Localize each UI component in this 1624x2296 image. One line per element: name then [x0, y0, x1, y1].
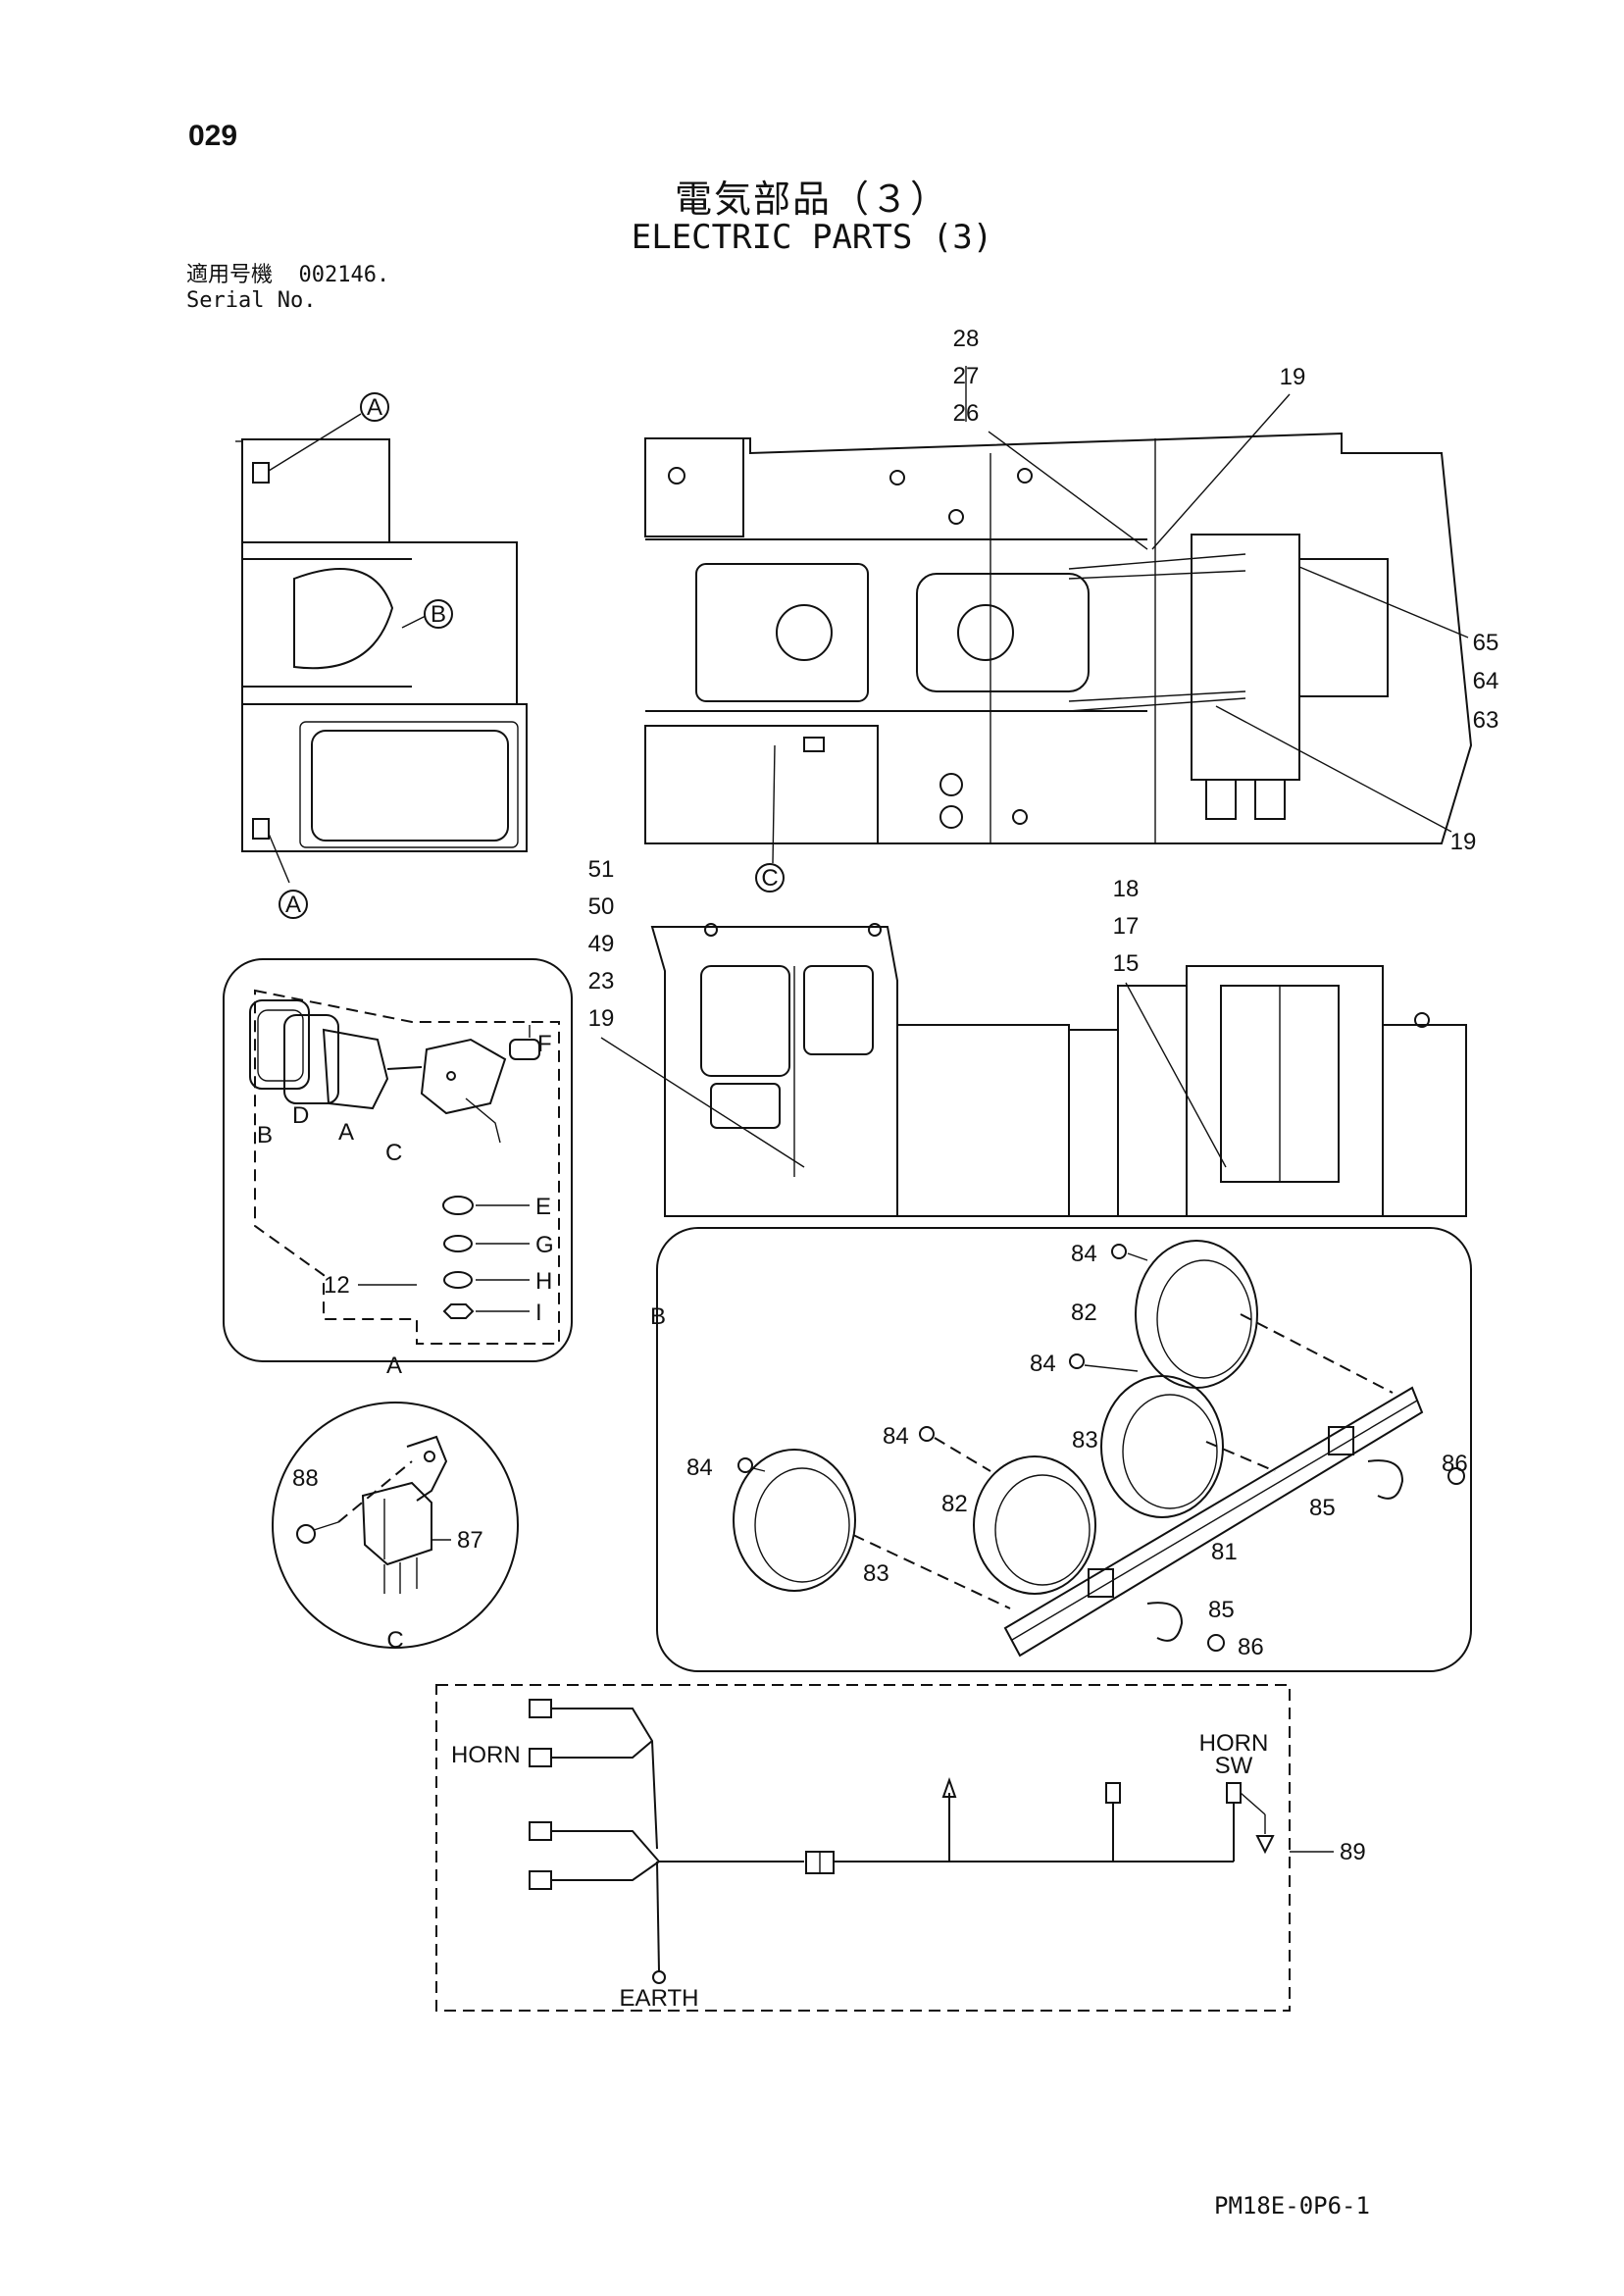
detail-a-caption: A — [386, 1352, 402, 1379]
top-view — [644, 432, 1473, 844]
detail-a-e: E — [535, 1194, 551, 1220]
detail-a-a: A — [338, 1119, 354, 1146]
leader-side-19 — [600, 1037, 805, 1168]
callout-27: 27 — [953, 363, 980, 389]
detail-b-85-b: 85 — [1208, 1597, 1235, 1623]
serial-label-jp: 適用号機 — [186, 263, 274, 287]
detail-a-i: I — [535, 1300, 542, 1326]
wiring-horn-sw-line2: SW — [1215, 1753, 1253, 1779]
detail-c-88: 88 — [292, 1465, 319, 1492]
callout-49: 49 — [588, 931, 615, 957]
leader-19-lower — [1215, 705, 1452, 833]
wiring-harness — [435, 1684, 1334, 2012]
detail-b-84-d: 84 — [686, 1454, 713, 1481]
detail-a-12: 12 — [324, 1272, 350, 1299]
callout-51: 51 — [588, 856, 615, 883]
leader-26 — [988, 431, 1148, 550]
detail-b-83-a: 83 — [1072, 1427, 1098, 1454]
wiring-horn-sw-line1: HORN — [1199, 1730, 1269, 1757]
detail-b-84-a: 84 — [1071, 1241, 1097, 1267]
callout-26: 26 — [953, 400, 980, 427]
callout-28: 28 — [953, 326, 980, 352]
front-view — [235, 392, 528, 919]
detail-b-83-b: 83 — [863, 1560, 889, 1587]
detail-b-82-b: 82 — [941, 1491, 968, 1517]
detail-b-85-a: 85 — [1309, 1495, 1336, 1521]
detail-b-84-c: 84 — [883, 1423, 909, 1450]
callout-17: 17 — [1113, 913, 1140, 940]
side-view — [650, 923, 1467, 1217]
leader-c — [772, 744, 776, 864]
callout-18: 18 — [1113, 876, 1140, 902]
marker-a-bottom: A — [285, 892, 301, 918]
leader-65 — [1298, 566, 1469, 638]
detail-c-87: 87 — [457, 1527, 483, 1554]
detail-a-f: F — [537, 1031, 552, 1057]
detail-c — [272, 1402, 519, 1649]
callout-63: 63 — [1473, 707, 1499, 734]
detail-b-86-a: 86 — [1442, 1451, 1468, 1477]
detail-b-86-b: 86 — [1238, 1634, 1264, 1660]
callout-19-bottom: 19 — [1450, 829, 1477, 855]
detail-a-c: C — [385, 1140, 402, 1166]
title-japanese: 電気部品（３） — [674, 178, 949, 221]
detail-a-d: D — [292, 1102, 309, 1129]
title-english: ELECTRIC PARTS (3) — [631, 218, 993, 257]
callout-64: 64 — [1473, 668, 1499, 694]
callout-19-top: 19 — [1280, 364, 1306, 390]
marker-c-top: C — [761, 865, 778, 892]
detail-a-g: G — [535, 1232, 554, 1258]
leader-19-top — [1151, 393, 1291, 550]
detail-a-b: B — [257, 1122, 273, 1148]
wiring-part-89: 89 — [1340, 1839, 1366, 1865]
leader-side-15 — [1125, 982, 1227, 1168]
detail-b — [656, 1227, 1472, 1672]
page-number: 029 — [188, 120, 238, 152]
detail-c-caption: C — [386, 1627, 403, 1654]
callout-23: 23 — [588, 968, 615, 995]
wiring-horn-label: HORN — [451, 1742, 521, 1768]
detail-b-84-b: 84 — [1030, 1351, 1056, 1377]
detail-b-caption: B — [650, 1303, 666, 1330]
marker-b-front: B — [431, 601, 446, 628]
detail-b-81: 81 — [1211, 1539, 1238, 1565]
detail-b-82-a: 82 — [1071, 1300, 1097, 1326]
callout-15: 15 — [1113, 950, 1140, 977]
detail-a-h: H — [535, 1268, 552, 1295]
callout-65: 65 — [1473, 630, 1499, 656]
serial-value: 002146. — [298, 263, 390, 287]
callout-19-side: 19 — [588, 1005, 615, 1032]
callout-50: 50 — [588, 893, 615, 920]
wiring-earth-label: EARTH — [620, 1985, 699, 2012]
detail-a — [223, 958, 573, 1362]
marker-a-top: A — [367, 394, 382, 421]
drawing-code: PM18E-0P6-1 — [1214, 2192, 1370, 2219]
serial-block: 適用号機 002146. Serial No. — [186, 263, 389, 314]
serial-label-en: Serial No. — [186, 288, 317, 313]
